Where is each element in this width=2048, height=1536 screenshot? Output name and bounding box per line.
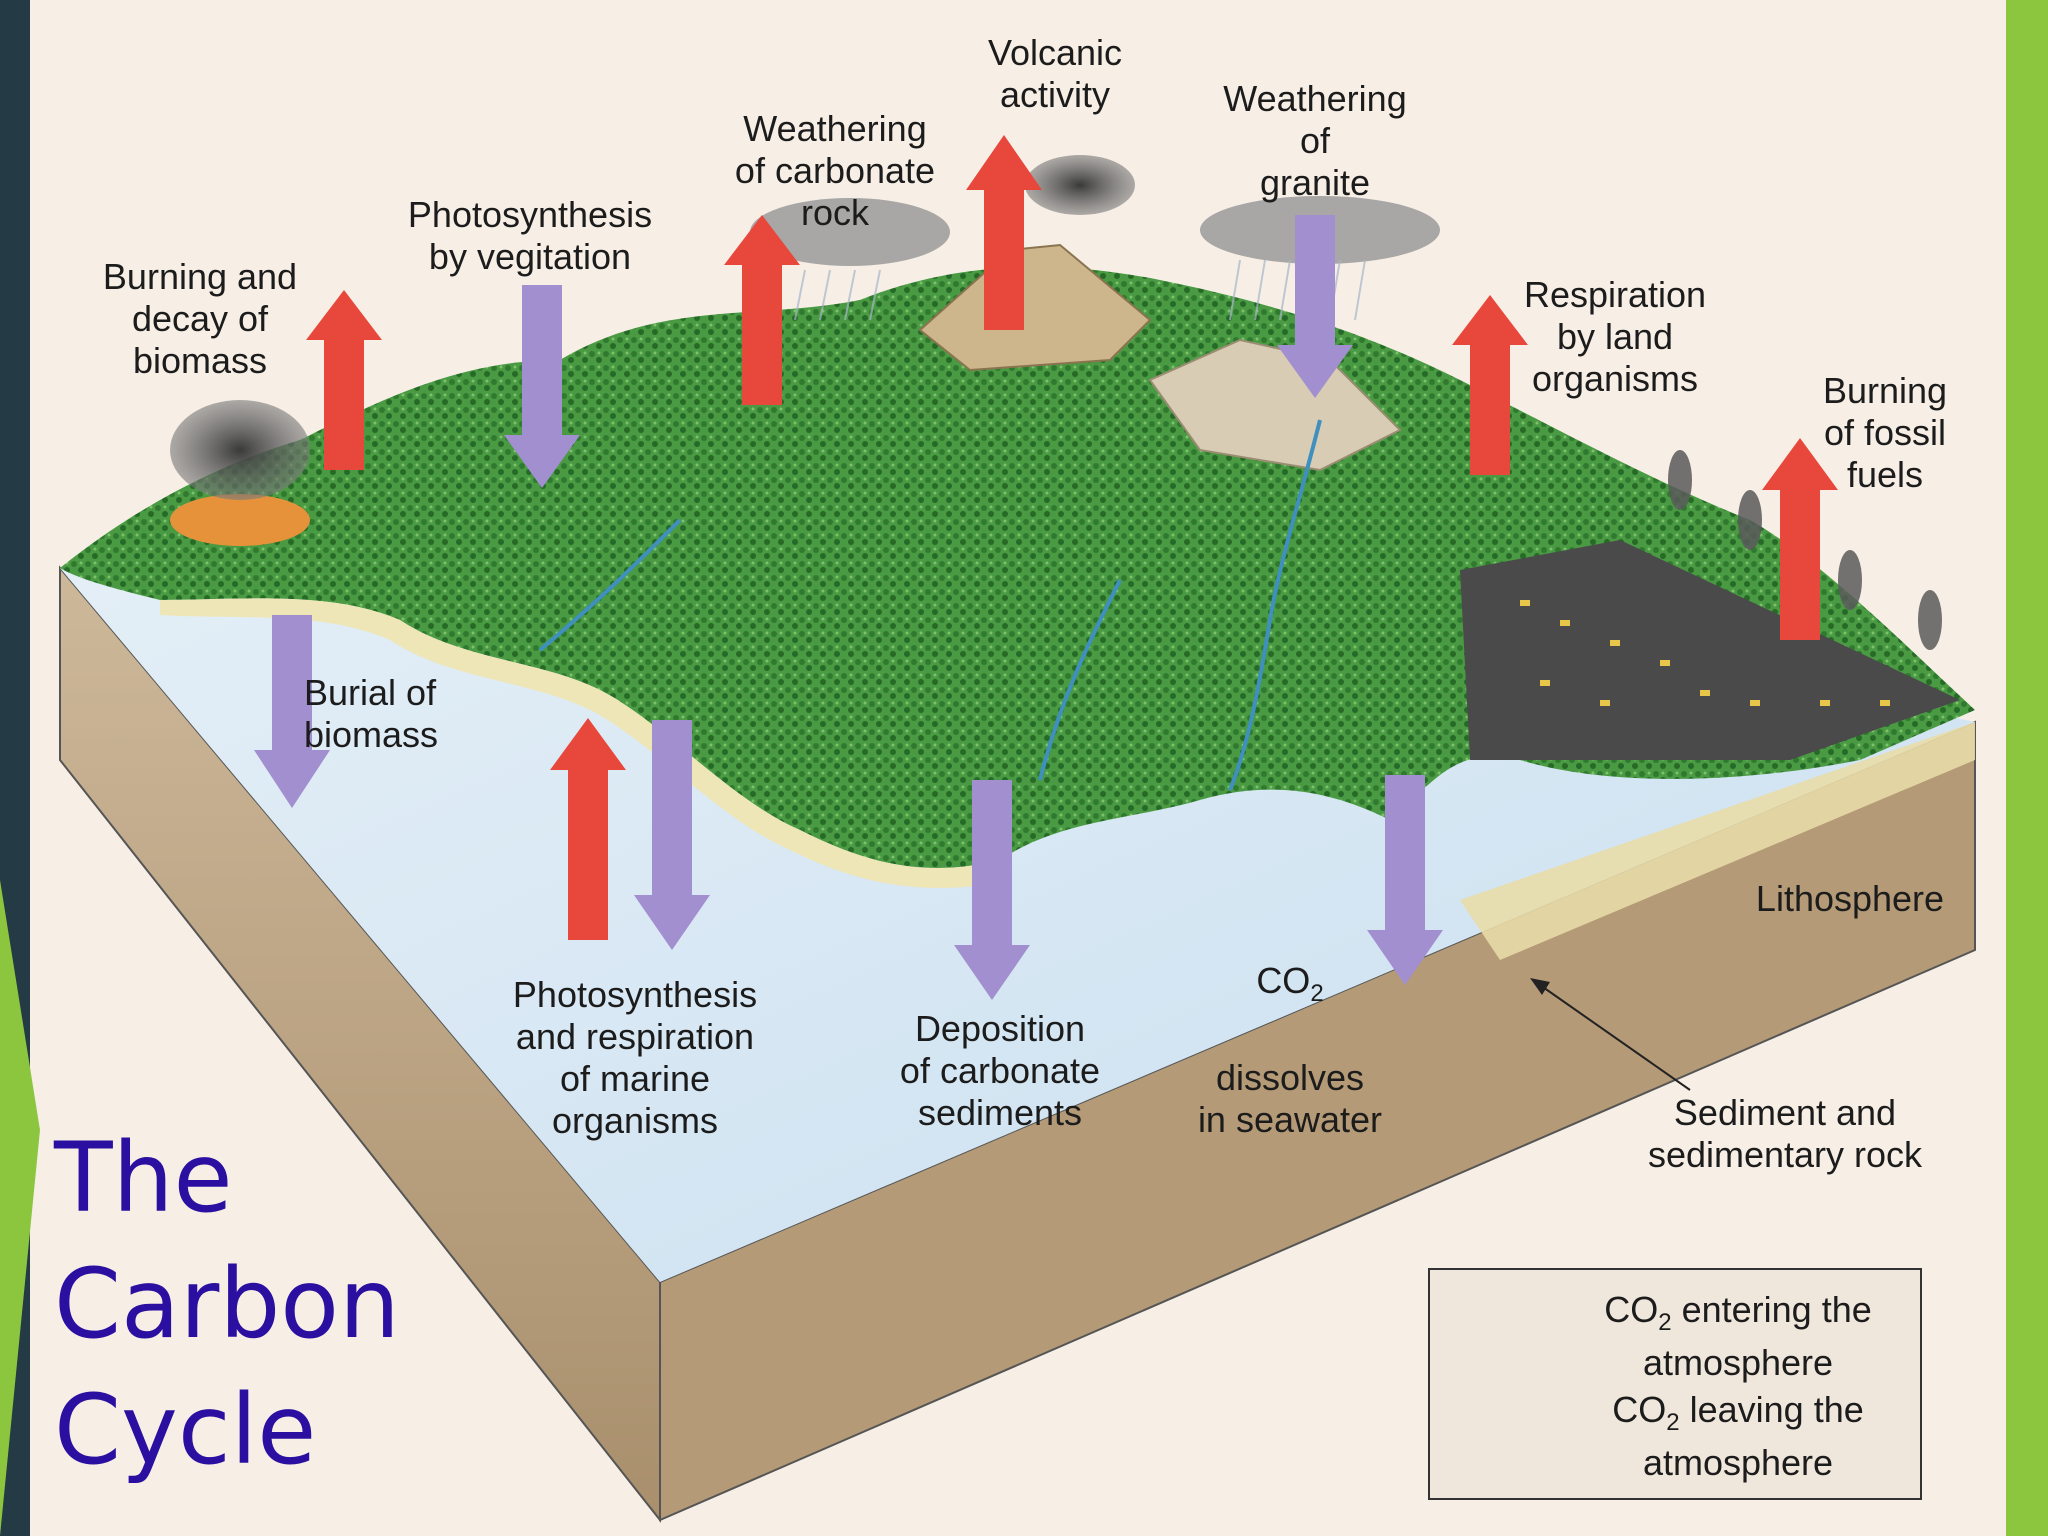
right-green-band xyxy=(2006,0,2048,1536)
legend-entering-text: CO2 entering the atmosphere xyxy=(1578,1290,1898,1383)
legend-leaving-co: CO xyxy=(1612,1389,1667,1430)
title-line-1: The xyxy=(54,1122,233,1234)
legend-entering-sub: 2 xyxy=(1658,1309,1672,1337)
label-co2-dissolves: CO2 dissolves in seawater xyxy=(1160,918,1420,1141)
arrow-burial-biomass xyxy=(254,615,330,808)
label-deposition: Deposition of carbonate sediments xyxy=(899,1008,1101,1133)
label-burial-biomass: Burial of biomass xyxy=(304,672,439,755)
label-burning-fossil: Burning of fossil fuels xyxy=(1822,370,1948,495)
fire xyxy=(170,494,310,546)
arrow-burning-decay xyxy=(306,290,382,470)
arrow-weathering-granite xyxy=(1277,215,1353,398)
co2-text: CO xyxy=(1256,960,1311,1001)
dissolves-text: dissolves in seawater xyxy=(1197,1057,1383,1141)
arrow-weathering-carbonate xyxy=(724,215,800,405)
city xyxy=(1460,540,1960,760)
arrow-photosynthesis-veg xyxy=(504,285,580,488)
left-green-accent xyxy=(0,880,40,1536)
arrow-co2-dissolves xyxy=(1367,775,1443,985)
legend-leaving-sub: 2 xyxy=(1666,1409,1680,1437)
city-windows xyxy=(1520,600,1890,706)
label-respiration-land: Respiration by land organisms xyxy=(1523,274,1707,399)
arrow-marine-up xyxy=(550,718,626,940)
label-photosynthesis-vegetation: Photosynthesis by vegitation xyxy=(407,194,653,277)
sediment-pointer-line xyxy=(1539,984,1691,1091)
label-volcanic-activity: Volcanic activity xyxy=(987,32,1123,115)
label-weathering-carbonate: Weathering of carbonate rock xyxy=(734,108,936,233)
sediment-pointer-head xyxy=(1530,978,1550,995)
arrow-respiration-land xyxy=(1452,295,1528,475)
label-burning-decay: Burning and decay of biomass xyxy=(102,256,298,381)
factory-smoke xyxy=(1668,450,1942,650)
legend-entering-line2: atmosphere xyxy=(1642,1342,1834,1384)
label-photo-resp-marine: Photosynthesis and respiration of marine… xyxy=(512,974,758,1141)
label-weathering-granite: Weathering of granite xyxy=(1223,78,1407,203)
arrow-volcanic xyxy=(966,135,1042,330)
legend xyxy=(1428,1268,1922,1500)
river xyxy=(1038,579,1122,781)
label-sediment: Sediment and sedimentary rock xyxy=(1647,1092,1923,1175)
rain-cloud xyxy=(750,198,950,266)
volcano-mountain xyxy=(918,243,1152,372)
legend-leaving-rest: leaving the xyxy=(1679,1389,1864,1430)
river xyxy=(538,518,682,652)
legend-leaving-line2: atmosphere xyxy=(1642,1442,1834,1484)
granite-mountain xyxy=(1148,338,1402,472)
legend-entering-rest: entering the xyxy=(1671,1289,1872,1330)
legend-leaving-text: CO2 leaving the atmosphere xyxy=(1578,1390,1898,1483)
river xyxy=(1228,419,1322,791)
sediment-strip xyxy=(1460,722,1975,960)
legend-entering-co: CO xyxy=(1604,1289,1659,1330)
title-line-2: Carbon xyxy=(54,1248,400,1360)
arrow-burning-fossil xyxy=(1762,438,1838,640)
arrow-marine-down xyxy=(634,720,710,950)
slide-title: The Carbon Cycle xyxy=(54,1115,400,1493)
label-lithosphere: Lithosphere xyxy=(1755,878,1945,919)
fire-smoke xyxy=(170,400,310,500)
arrow-deposition xyxy=(954,780,1030,1000)
volcano-smoke xyxy=(1025,155,1135,215)
co2-subscript: 2 xyxy=(1310,980,1324,1008)
title-line-3: Cycle xyxy=(54,1374,317,1486)
